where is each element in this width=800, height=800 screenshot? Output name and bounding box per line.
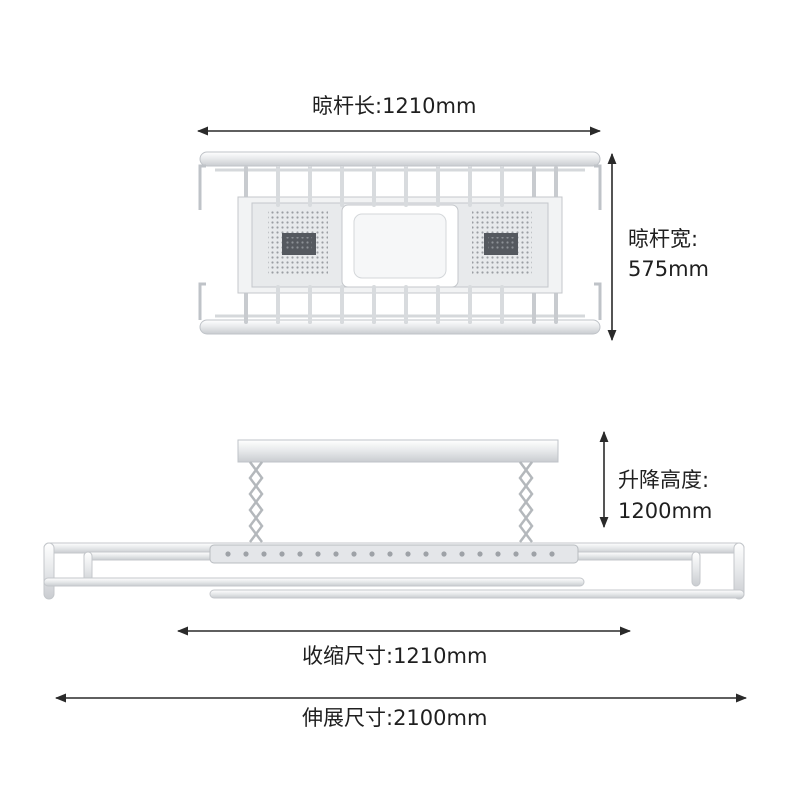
retracted-label: 收缩尺寸:1210mm xyxy=(302,644,488,668)
scissor-arm-left xyxy=(248,461,264,543)
side-view-rack xyxy=(43,430,748,703)
lower-rod-1 xyxy=(43,577,585,587)
lift-label-line2: 1200mm xyxy=(618,499,713,523)
scissor-arm-right xyxy=(518,461,534,543)
width-label-line1: 晾杆宽: xyxy=(628,227,699,251)
side-arm-right xyxy=(733,542,745,600)
top-rail-upper xyxy=(199,151,601,167)
top-view-rack xyxy=(196,126,617,342)
length-label: 晾杆长:1210mm xyxy=(312,94,477,118)
lift-label-line1: 升降高度: xyxy=(618,468,710,492)
bar-light-dots xyxy=(225,551,555,557)
side-arm-left xyxy=(43,542,55,600)
lower-rod-2 xyxy=(209,589,745,599)
lighting-bar xyxy=(209,544,579,564)
top-rail-lower xyxy=(199,319,601,335)
ceiling-box xyxy=(237,439,559,463)
width-label-line2: 575mm xyxy=(628,257,709,281)
extended-label: 伸展尺寸:2100mm xyxy=(302,706,488,730)
